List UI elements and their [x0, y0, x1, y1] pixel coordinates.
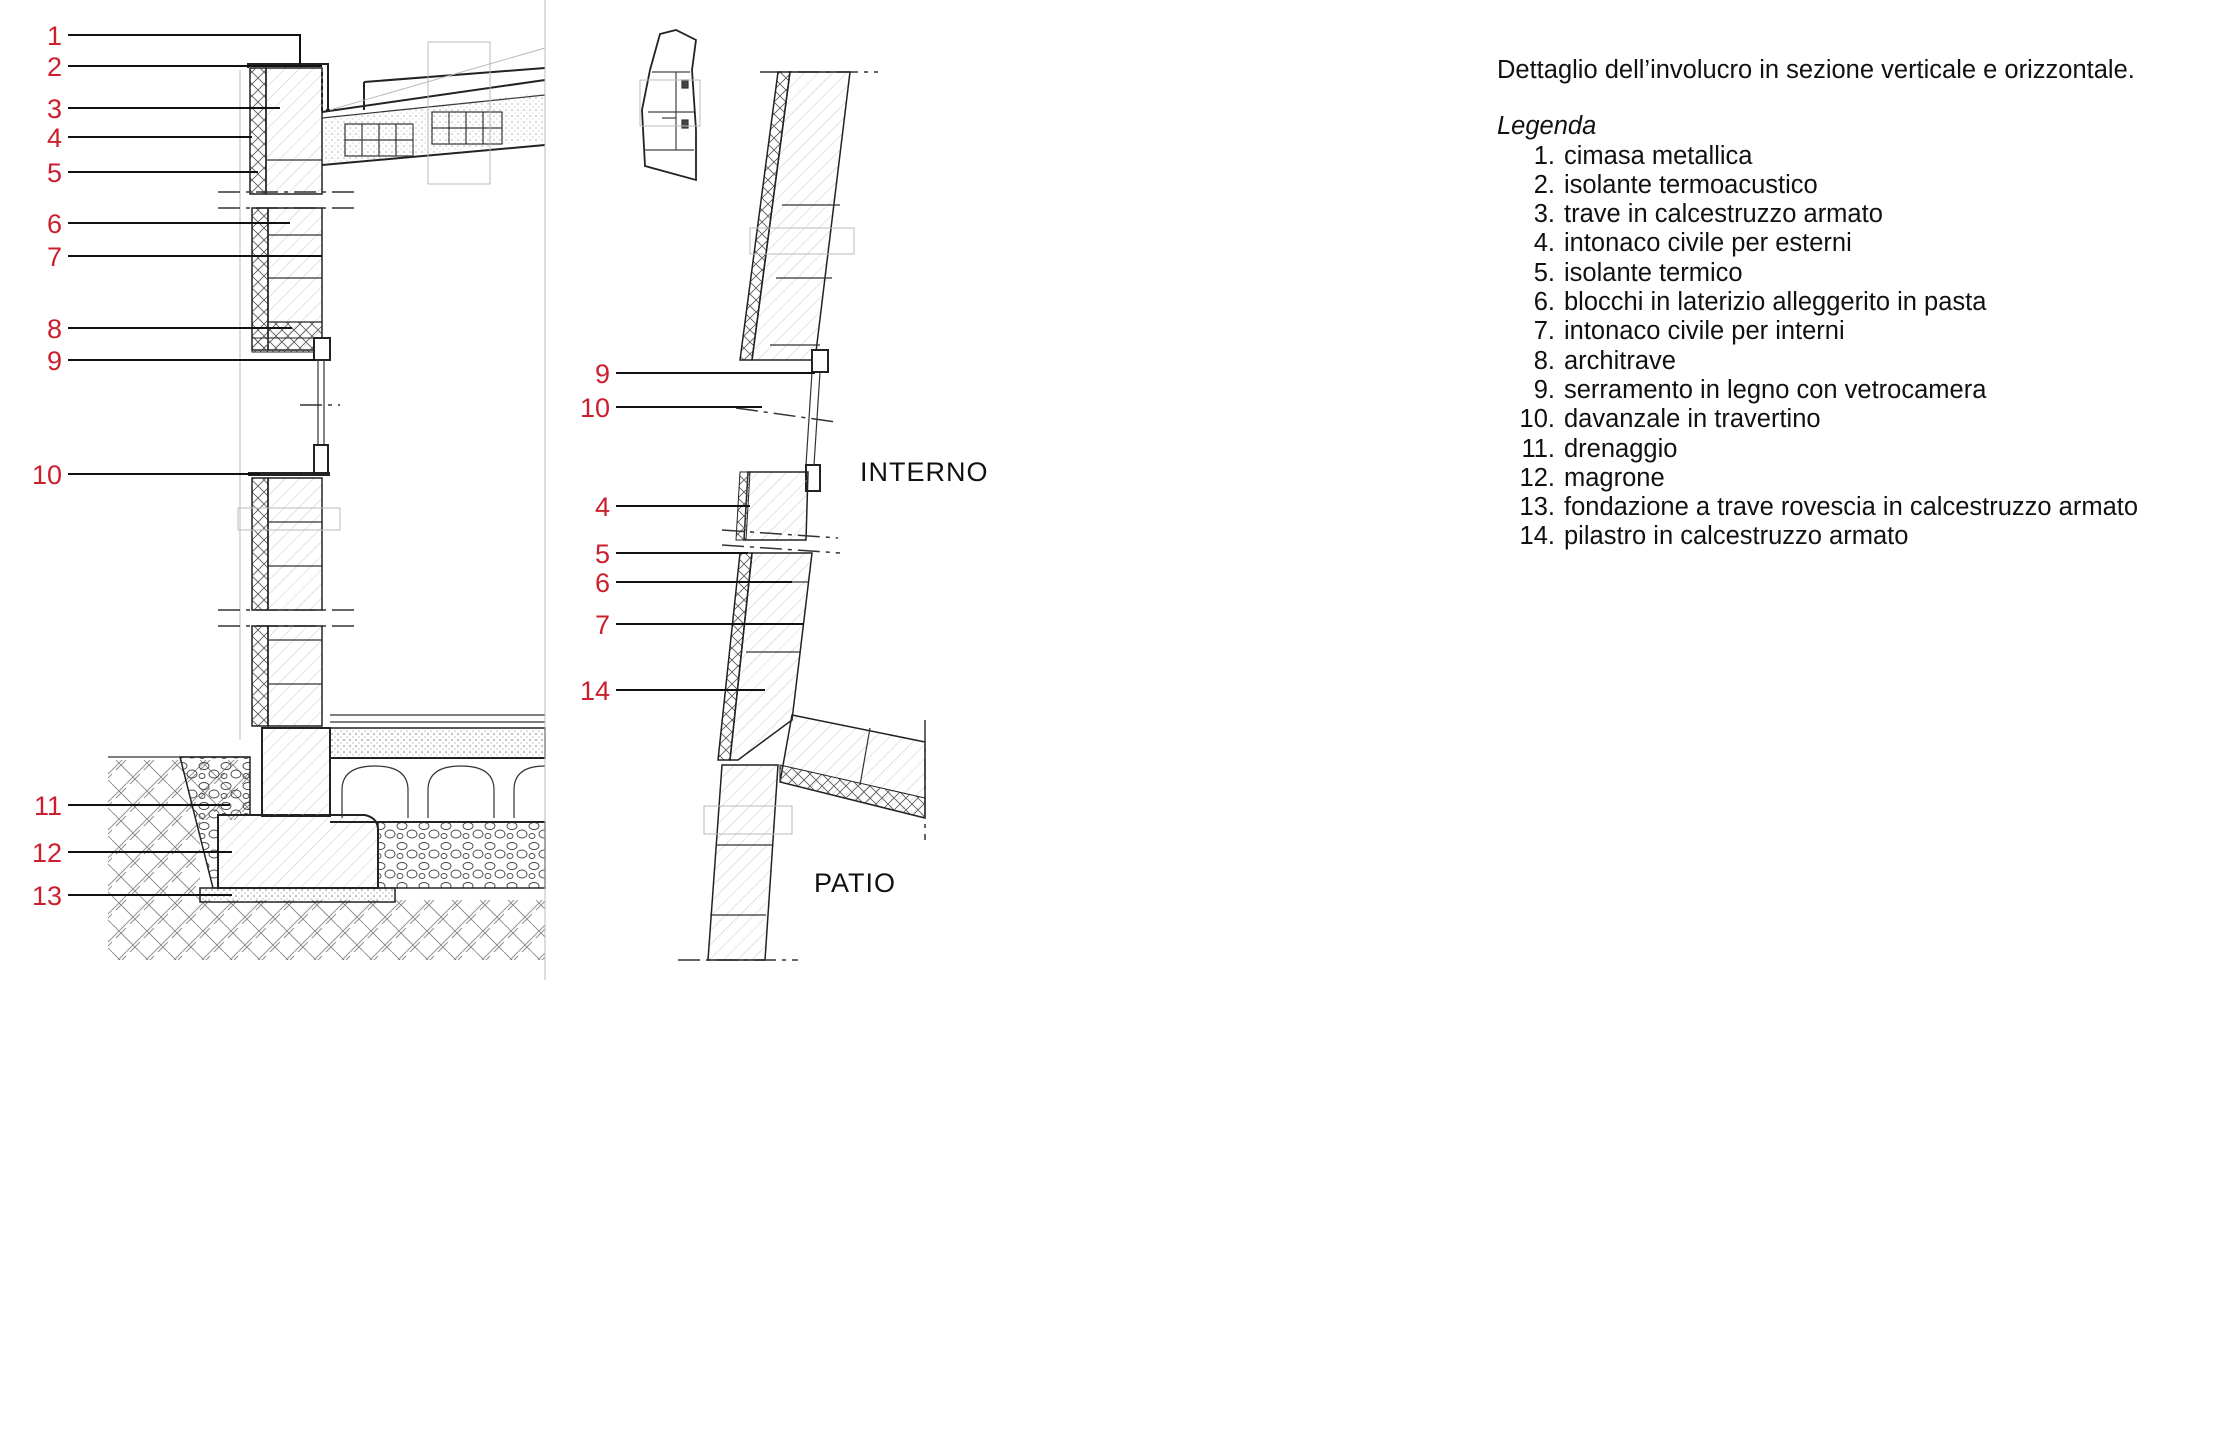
legend-item-text: pilastro in calcestruzzo armato: [1564, 522, 1909, 551]
callout-v-8: 8: [47, 314, 62, 344]
callout-v-9: 9: [47, 346, 62, 376]
legend-item-text: drenaggio: [1564, 434, 1678, 463]
vertical-section: [108, 0, 546, 980]
horizontal-callouts: 9 10 4 5 6 7 14: [580, 359, 815, 706]
callout-h-5: 5: [595, 539, 610, 569]
legend-item-number: 1.: [1533, 141, 1555, 170]
legend-item: 3. trave in calcestruzzo armato: [1497, 200, 2217, 229]
legend-item: 13. fondazione a trave rovescia in calces…: [1497, 493, 2217, 522]
callout-v-10: 10: [32, 460, 62, 490]
callout-v-1: 1: [47, 21, 62, 51]
label-interno: INTERNO: [860, 457, 989, 487]
legend-item-number: 10.: [1519, 405, 1555, 434]
callout-v-4: 4: [47, 123, 62, 153]
legend-item-text: serramento in legno con vetrocamera: [1564, 375, 1987, 404]
callout-v-12: 12: [32, 838, 62, 868]
legend-item-text: isolante termico: [1564, 258, 1743, 287]
legend-list: 1. cimasa metallica 2. isolante termoacusti…: [1497, 142, 2217, 552]
legend-item-number: 12.: [1519, 463, 1555, 492]
callout-v-5: 5: [47, 158, 62, 188]
callout-h-10: 10: [580, 393, 610, 423]
legend-item-number: 6.: [1533, 288, 1555, 317]
callout-v-7: 7: [47, 242, 62, 272]
legend-item-text: intonaco civile per esterni: [1564, 229, 1852, 258]
horizontal-section: [678, 71, 926, 961]
description-text: Dettaglio dell’involucro in sezione vert…: [1497, 56, 2135, 84]
callout-h-14: 14: [580, 676, 610, 706]
legend-item: 4. intonaco civile per esterni: [1497, 229, 2217, 258]
legend-item: 8. architrave: [1497, 347, 2217, 376]
legend-panel: Dettaglio dell’involucro in sezione vert…: [1497, 56, 2217, 552]
legend-title: Legenda: [1497, 112, 1597, 141]
callout-v-11: 11: [34, 791, 62, 821]
legend-item-number: 13.: [1519, 493, 1555, 522]
legend-item: 1. cimasa metallica: [1497, 142, 2217, 171]
legend-item-text: trave in calcestruzzo armato: [1564, 200, 1883, 229]
legend-item-text: blocchi in laterizio alleggerito in past…: [1564, 288, 1987, 317]
legend-item-number: 7.: [1533, 317, 1555, 346]
legend-item-text: architrave: [1564, 346, 1676, 375]
callout-v-13: 13: [32, 881, 62, 911]
legend-item: 10. davanzale in travertino: [1497, 405, 2217, 434]
legend-item-text: cimasa metallica: [1564, 141, 1753, 170]
legend-item-text: isolante termoacustico: [1564, 170, 1818, 199]
legend-item-number: 3.: [1533, 200, 1555, 229]
vertical-callouts: 1 2 3 4 5 6 7 8 9 10 11 12 13: [32, 21, 322, 911]
callout-h-6: 6: [595, 568, 610, 598]
legend-item-number: 2.: [1533, 170, 1555, 199]
key-plan-thumbnail: [639, 29, 701, 182]
legend-item: 9. serramento in legno con vetrocamera: [1497, 376, 2217, 405]
legend-item: 12. magrone: [1497, 464, 2217, 493]
legend-item-number: 5.: [1533, 258, 1555, 287]
legend-item: 14. pilastro in calcestruzzo armato: [1497, 522, 2217, 551]
legend-item: 2. isolante termoacustico: [1497, 171, 2217, 200]
legend-item-number: 14.: [1519, 522, 1555, 551]
legend-item: 7. intonaco civile per interni: [1497, 317, 2217, 346]
legend-item: 11. drenaggio: [1497, 435, 2217, 464]
legend-item-text: davanzale in travertino: [1564, 405, 1821, 434]
legend-item-text: fondazione a trave rovescia in calcestru…: [1564, 493, 2139, 522]
callout-h-9: 9: [595, 359, 610, 389]
legend-item: 5. isolante termico: [1497, 259, 2217, 288]
legend-item-number: 8.: [1533, 346, 1555, 375]
section-drawing: 1 2 3 4 5 6 7 8 9 10 11 12 13: [32, 0, 989, 980]
callout-v-3: 3: [47, 94, 62, 124]
legend-item-number: 4.: [1533, 229, 1555, 258]
label-patio: PATIO: [814, 868, 896, 898]
callout-v-6: 6: [47, 209, 62, 239]
callout-v-2: 2: [47, 52, 62, 82]
legend-item-text: intonaco civile per interni: [1564, 317, 1845, 346]
legend-item-number: 9.: [1533, 375, 1555, 404]
legend-item-text: magrone: [1564, 463, 1665, 492]
callout-h-4: 4: [595, 492, 610, 522]
legend-item-number: 11.: [1521, 434, 1555, 463]
legend-item: 6. blocchi in laterizio alleggerito in pa…: [1497, 288, 2217, 317]
callout-h-7: 7: [595, 610, 610, 640]
